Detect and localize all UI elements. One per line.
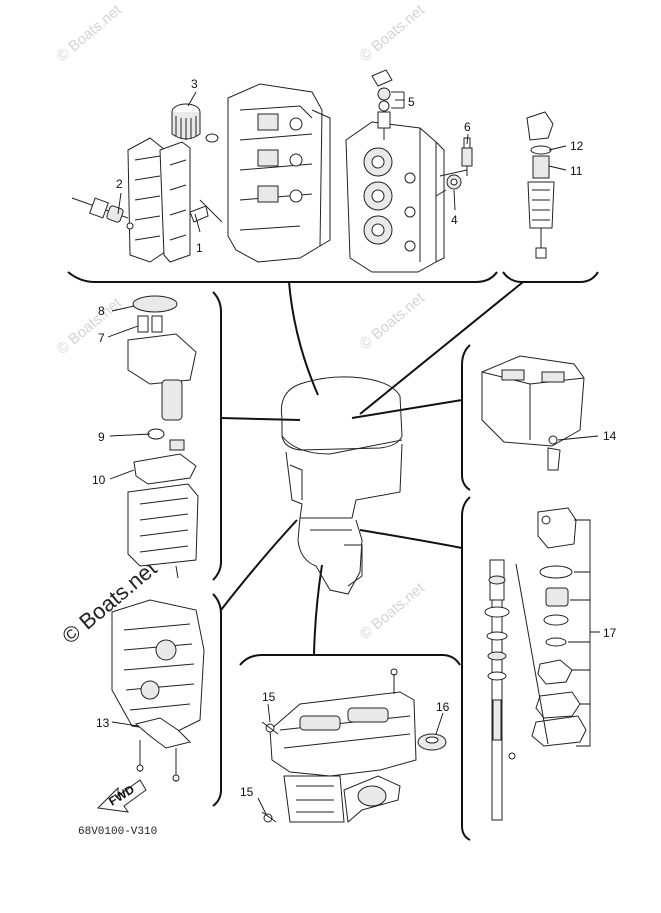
vapor-separator-group bbox=[127, 295, 199, 579]
callout-15-upper: 15 bbox=[262, 690, 276, 704]
fwd-arrow-icon: FWD bbox=[96, 779, 147, 813]
intake-plate bbox=[127, 137, 191, 263]
callout-17: 17 bbox=[603, 626, 617, 640]
mount-group bbox=[111, 599, 205, 782]
callout-1: 1 bbox=[196, 241, 203, 255]
callout-9: 9 bbox=[98, 430, 105, 444]
cylinder-head bbox=[345, 121, 445, 273]
callout-15-lower: 15 bbox=[240, 785, 254, 799]
part-3-oil-filter bbox=[171, 103, 219, 143]
callout-16: 16 bbox=[436, 700, 450, 714]
callout-7: 7 bbox=[98, 331, 105, 345]
watermark-mid-left: © Boats.net bbox=[54, 294, 126, 358]
callout-5: 5 bbox=[408, 95, 415, 109]
fuel-filter-group bbox=[526, 111, 555, 259]
watermark-mid-right: © Boats.net bbox=[357, 289, 429, 353]
callout-12: 12 bbox=[570, 139, 584, 153]
callout-3: 3 bbox=[191, 77, 198, 91]
callout-4: 4 bbox=[451, 213, 458, 227]
callout-14: 14 bbox=[603, 429, 617, 443]
callout-13: 13 bbox=[96, 716, 110, 730]
water-pump-group bbox=[484, 507, 587, 821]
watermark-top-left: © Boats.net bbox=[54, 1, 126, 65]
callout-6: 6 bbox=[464, 120, 471, 134]
oil-pan-group bbox=[481, 355, 585, 471]
cylinder-block bbox=[227, 83, 331, 263]
watermark-top-right: © Boats.net bbox=[357, 1, 429, 65]
part-4-plug bbox=[435, 174, 462, 197]
diagram-code: 68V0100-V310 bbox=[78, 826, 157, 838]
frame-lines bbox=[67, 271, 599, 841]
callout-2: 2 bbox=[116, 177, 123, 191]
part-2-fitting bbox=[71, 197, 134, 230]
callout-10: 10 bbox=[92, 473, 106, 487]
part-5-thermostat bbox=[371, 69, 393, 140]
callout-labels: 1 2 3 4 5 6 7 8 9 10 11 12 13 14 15 15 1… bbox=[92, 77, 617, 799]
lower-unit-group bbox=[261, 668, 447, 823]
outboard-motor-outline bbox=[280, 376, 403, 595]
cylinder-block-group bbox=[71, 69, 473, 273]
callout-11: 11 bbox=[570, 164, 583, 178]
part-1-clip bbox=[189, 199, 223, 223]
callout-8: 8 bbox=[98, 304, 105, 318]
watermark-lower-right: © Boats.net bbox=[357, 579, 429, 643]
leader-lines bbox=[107, 91, 600, 815]
